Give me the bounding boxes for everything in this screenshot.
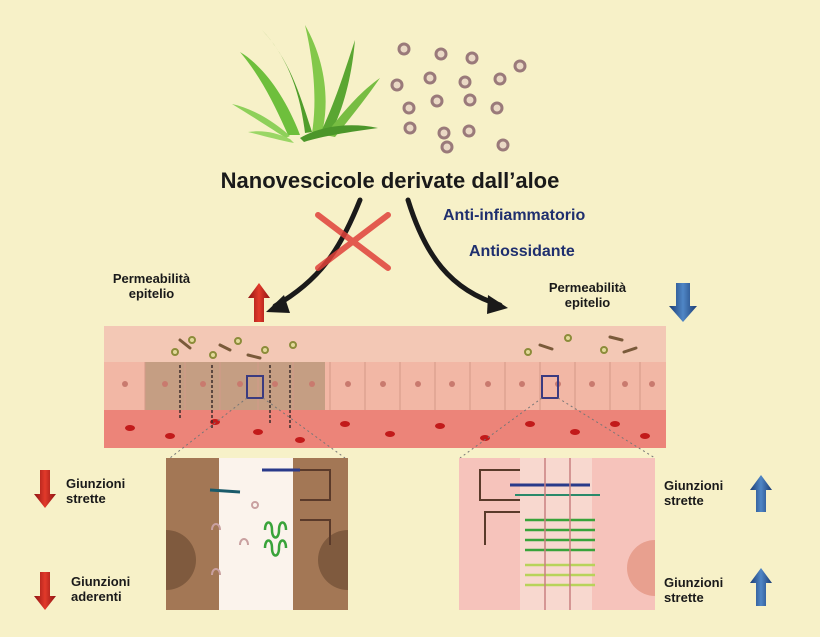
label-adherens-junctions-line2: aderenti <box>71 588 122 604</box>
nanovesicles-icon <box>390 42 527 154</box>
label-tight-junctions-right-2: Giunzioni strette <box>664 575 724 606</box>
label-adherens-junctions-line1: Giunzioni <box>71 574 131 589</box>
tight-junctions-up-arrow-right-icon <box>750 475 772 512</box>
permeability-up-arrow-icon <box>248 283 270 322</box>
label-tight-junctions-left-line2: strette <box>66 490 106 506</box>
arrow-head-right-icon <box>487 295 508 314</box>
permeability-down-arrow-icon <box>669 283 697 322</box>
label-tight-junctions-right-1-line2: strette <box>664 492 704 508</box>
label-anti-inflammatory: Anti-infiammatorio <box>443 207 586 224</box>
label-adherens-junctions: Giunzioni aderenti <box>71 574 131 605</box>
zoom-panel-left <box>166 458 348 610</box>
label-tight-junctions-right-1: Giunzioni strette <box>664 478 724 509</box>
blocked-cross-icon <box>315 212 391 271</box>
adherens-junctions-down-arrow-icon <box>34 572 56 610</box>
label-permeability-right: Permeabilità epitelio <box>525 280 650 311</box>
label-permeability-right-line2: epitelio <box>564 294 611 310</box>
aloe-plant-icon <box>232 25 380 143</box>
tight-junctions-down-arrow-left-icon <box>34 470 56 508</box>
label-permeability-right-line1: Permeabilità <box>548 280 627 295</box>
tight-junctions-up-arrow-right-2-icon <box>750 568 772 606</box>
arrow-head-left-icon <box>266 295 290 313</box>
label-permeability-left: Permeabilità epitelio <box>94 271 209 302</box>
label-antioxidant: Antiossidante <box>469 243 575 260</box>
main-title: Nanovescicole derivate dall’aloe <box>220 168 560 193</box>
epithelium-layer <box>104 326 666 459</box>
label-tight-junctions-left-line1: Giunzioni <box>66 476 126 491</box>
label-permeability-left-line1: Permeabilità <box>112 271 191 286</box>
label-tight-junctions-right-2-line1: Giunzioni <box>664 575 724 590</box>
label-permeability-left-line2: epitelio <box>128 285 175 301</box>
zoom-panel-right <box>459 458 655 610</box>
label-tight-junctions-right-1-line1: Giunzioni <box>664 478 724 493</box>
label-tight-junctions-left: Giunzioni strette <box>66 476 126 507</box>
label-tight-junctions-right-2-line2: strette <box>664 589 704 605</box>
